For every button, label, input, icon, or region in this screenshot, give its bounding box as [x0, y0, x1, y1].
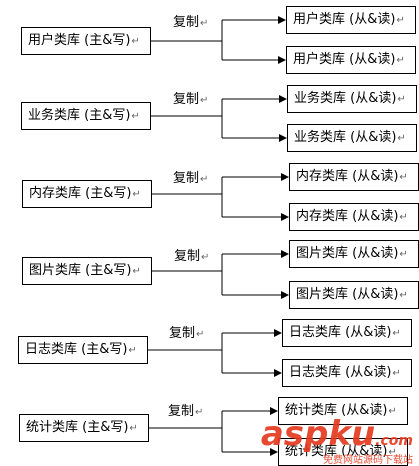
slave-node-5-1: 统计类库 (从&读)↵	[278, 438, 408, 466]
slave-node-1-0: 业务类库 (从&读)↵	[287, 85, 417, 113]
return-mark: ↵	[129, 423, 138, 434]
return-mark: ↵	[388, 447, 397, 458]
copy-label-4: 复制↵	[169, 322, 204, 341]
return-mark: ↵	[388, 406, 397, 417]
return-mark: ↵	[399, 249, 408, 260]
slave-node-1-1: 业务类库 (从&读)↵	[287, 124, 417, 152]
slave-node-4-1-text: 日志类库 (从&读)	[289, 365, 392, 380]
watermark-tagline: 免费网站源码下载站	[323, 455, 413, 466]
return-mark: ↵	[399, 212, 408, 223]
master-node-5-text: 统计类库 (主&写)	[26, 420, 129, 435]
slave-node-1-0-text: 业务类库 (从&读)	[294, 91, 397, 106]
copy-label-1-text: 复制	[173, 92, 200, 107]
return-mark: ↵	[196, 329, 205, 340]
slave-node-4-0: 日志类库 (从&读)↵	[282, 319, 412, 347]
watermark-logo-suffix: .com	[375, 433, 413, 449]
slave-node-1-1-text: 业务类库 (从&读)	[294, 130, 397, 145]
slave-node-4-1: 日志类库 (从&读)↵	[282, 359, 412, 387]
slave-node-2-0-text: 内存类库 (从&读)	[296, 169, 399, 184]
master-node-5: 统计类库 (主&写)↵	[19, 414, 149, 442]
copy-label-4-text: 复制	[169, 326, 196, 341]
copy-label-2: 复制↵	[173, 167, 208, 186]
return-mark: ↵	[201, 252, 210, 263]
slave-node-0-1: 用户类库 (从&读)↵	[286, 46, 416, 74]
slave-node-5-0-text: 统计类库 (从&读)	[285, 403, 388, 418]
slave-node-3-0-text: 图片类库 (从&读)	[296, 246, 399, 261]
copy-label-0-text: 复制	[173, 15, 200, 30]
master-node-3-text: 图片类库 (主&写)	[29, 263, 132, 278]
return-mark: ↵	[397, 133, 406, 144]
copy-label-5-text: 复制	[168, 404, 195, 419]
return-mark: ↵	[397, 94, 406, 105]
master-node-1-text: 业务类库 (主&写)	[28, 108, 131, 123]
return-mark: ↵	[195, 407, 204, 418]
return-mark: ↵	[399, 290, 408, 301]
return-mark: ↵	[132, 266, 141, 277]
copy-label-3-text: 复制	[174, 249, 201, 264]
copy-label-5: 复制↵	[168, 400, 203, 419]
slave-node-2-1: 内存类库 (从&读)↵	[289, 203, 419, 231]
return-mark: ↵	[132, 189, 141, 200]
copy-label-0: 复制↵	[173, 11, 208, 30]
slave-node-0-1-text: 用户类库 (从&读)	[293, 52, 396, 67]
watermark-logo-text: aspku	[260, 414, 376, 454]
master-node-0-text: 用户类库 (主&写)	[28, 33, 131, 48]
slave-node-3-0: 图片类库 (从&读)↵	[289, 240, 419, 268]
return-mark: ↵	[200, 174, 209, 185]
return-mark: ↵	[200, 18, 209, 29]
return-mark: ↵	[131, 36, 140, 47]
return-mark: ↵	[128, 345, 137, 356]
master-node-2: 内存类库 (主&写)↵	[22, 180, 152, 208]
master-node-4: 日志类库 (主&写)↵	[18, 336, 148, 364]
master-node-3: 图片类库 (主&写)↵	[22, 257, 152, 285]
slave-node-4-0-text: 日志类库 (从&读)	[289, 325, 392, 340]
copy-label-3: 复制↵	[174, 245, 209, 264]
slave-node-2-1-text: 内存类库 (从&读)	[296, 209, 399, 224]
return-mark: ↵	[131, 111, 140, 122]
master-node-4-text: 日志类库 (主&写)	[25, 342, 128, 357]
slave-node-2-0: 内存类库 (从&读)↵	[289, 163, 419, 191]
slave-node-5-1-text: 统计类库 (从&读)	[285, 444, 388, 459]
slave-node-5-0: 统计类库 (从&读)↵	[278, 397, 408, 425]
return-mark: ↵	[392, 368, 401, 379]
return-mark: ↵	[392, 328, 401, 339]
slave-node-3-1-text: 图片类库 (从&读)	[296, 287, 399, 302]
slave-node-3-1: 图片类库 (从&读)↵	[289, 281, 419, 309]
slave-node-0-0-text: 用户类库 (从&读)	[293, 12, 396, 27]
master-node-2-text: 内存类库 (主&写)	[29, 186, 132, 201]
watermark-logo: aspku.com	[261, 414, 413, 454]
master-node-1: 业务类库 (主&写)↵	[21, 102, 151, 130]
return-mark: ↵	[200, 95, 209, 106]
slave-node-0-0: 用户类库 (从&读)↵	[286, 6, 416, 34]
return-mark: ↵	[396, 55, 405, 66]
copy-label-2-text: 复制	[173, 171, 200, 186]
return-mark: ↵	[396, 15, 405, 26]
master-node-0: 用户类库 (主&写)↵	[21, 27, 151, 55]
return-mark: ↵	[399, 172, 408, 183]
copy-label-1: 复制↵	[173, 88, 208, 107]
